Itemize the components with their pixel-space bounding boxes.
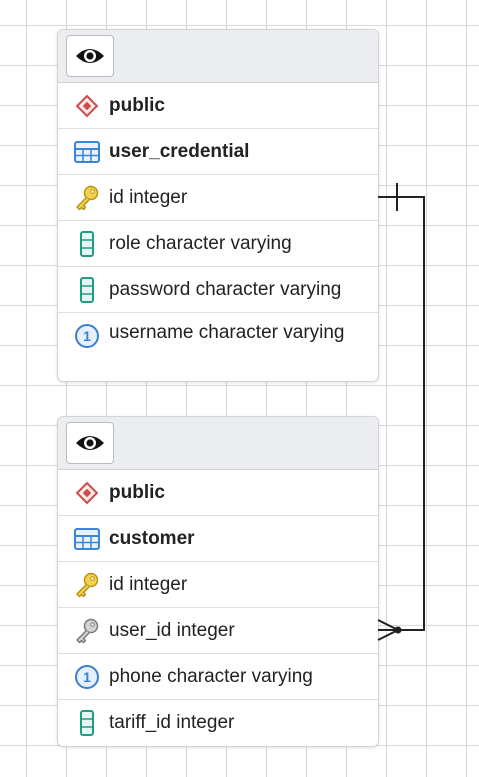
unique-constraint-icon: 1 [73, 663, 101, 691]
eye-icon [76, 436, 104, 450]
column-row[interactable]: tariff_id integer [58, 700, 378, 746]
relationship-line [378, 196, 425, 631]
schema-icon [73, 479, 101, 507]
node-header [58, 417, 378, 470]
column-row[interactable]: 1 phone character varying [58, 654, 378, 700]
table-name-row: user_credential [58, 129, 378, 175]
table-icon [73, 525, 101, 553]
table-name-label: user_credential [109, 140, 250, 162]
column-label: password character varying [109, 278, 342, 300]
table-node-customer[interactable]: public customer id integer [57, 416, 379, 747]
column-icon [73, 276, 101, 304]
schema-label: public [109, 94, 165, 116]
column-label: tariff_id integer [109, 712, 235, 733]
column-label: id integer [109, 186, 188, 208]
primary-key-icon [73, 571, 101, 599]
column-label: role character varying [109, 232, 292, 254]
node-header [58, 30, 378, 83]
view-data-button[interactable] [66, 35, 114, 77]
column-row[interactable]: id integer [58, 562, 378, 608]
table-icon [73, 138, 101, 166]
schema-row: public [58, 470, 378, 516]
table-node-user-credential[interactable]: public user_credential id integer [57, 29, 379, 382]
column-label: user_id integer [109, 619, 235, 641]
foreign-key-icon [73, 617, 101, 645]
unique-constraint-icon: 1 [73, 322, 101, 350]
many-cardinality-mark [377, 619, 401, 641]
eye-icon [76, 49, 104, 63]
table-name-row: customer [58, 516, 378, 562]
column-icon [73, 230, 101, 258]
schema-icon [73, 92, 101, 120]
schema-row: public [58, 83, 378, 129]
view-data-button[interactable] [66, 422, 114, 464]
column-label: id integer [109, 573, 188, 595]
svg-text:1: 1 [83, 669, 91, 685]
column-icon [73, 709, 101, 737]
column-row[interactable]: 1 username character varying [58, 313, 378, 381]
column-row[interactable]: user_id integer [58, 608, 378, 654]
column-row[interactable]: role character varying [58, 221, 378, 267]
schema-label: public [109, 481, 165, 503]
column-row[interactable]: password character varying [58, 267, 378, 313]
svg-text:1: 1 [83, 328, 91, 344]
primary-key-icon [73, 184, 101, 212]
column-label: username character varying [109, 322, 345, 343]
table-name-label: customer [109, 527, 195, 549]
column-label: phone character varying [109, 665, 313, 687]
junction-dot [394, 626, 402, 634]
column-row[interactable]: id integer [58, 175, 378, 221]
